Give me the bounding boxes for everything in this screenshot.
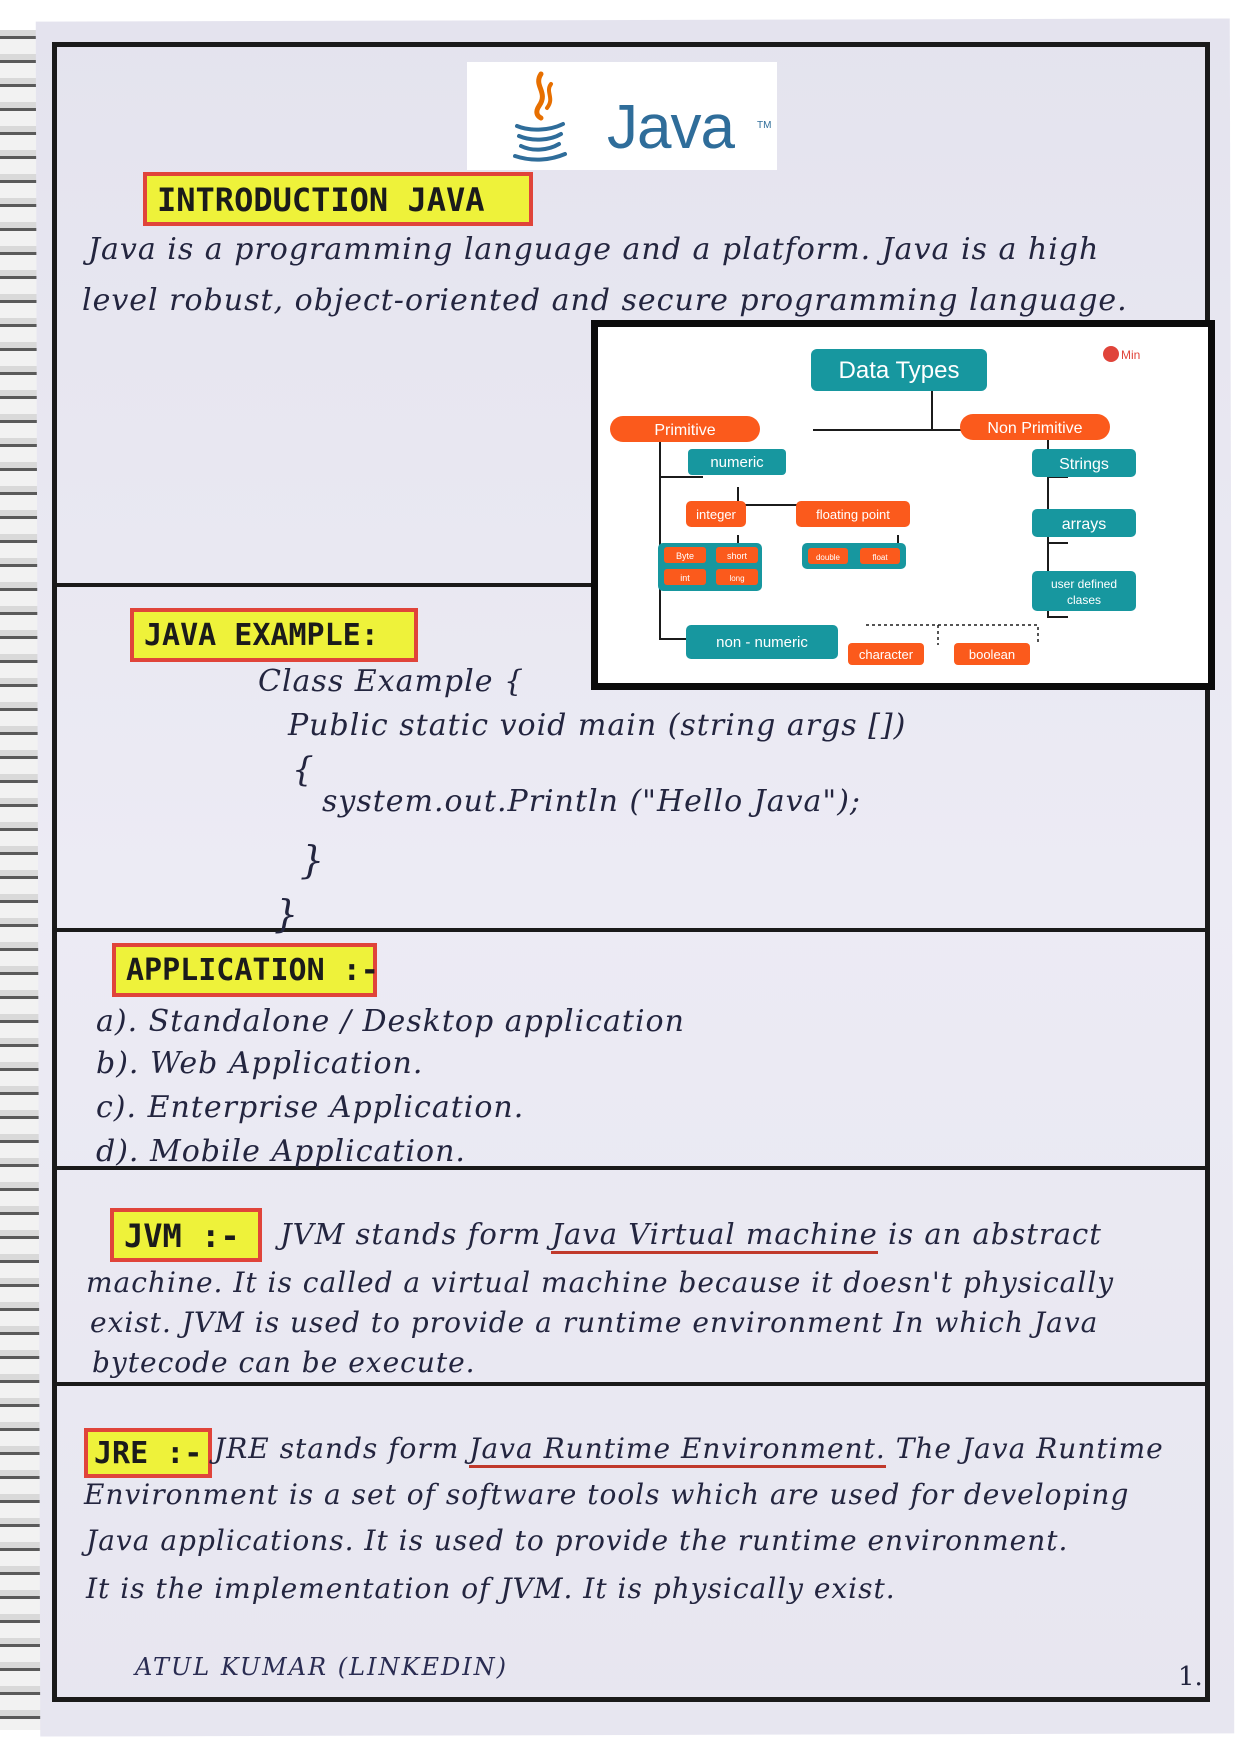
primitive-box: [610, 416, 760, 442]
brand-text: Min: [1121, 348, 1140, 362]
application-item-d: d). Mobile Application.: [96, 1134, 466, 1169]
double-label: double: [816, 553, 841, 562]
character-box: [848, 643, 924, 665]
code-line-1: Class Example {: [258, 664, 525, 699]
jvm-full-form: Java Virtual machine: [551, 1217, 878, 1254]
jvm-line-4: bytecode can be execute.: [92, 1346, 476, 1379]
jre-line-1-post: The Java Runtime: [895, 1432, 1164, 1465]
application-item-a: a). Standalone / Desktop application: [96, 1004, 685, 1039]
byte-chip: [664, 547, 706, 563]
brand-logo-icon: [1103, 346, 1119, 362]
non-primitive-box: [960, 414, 1110, 440]
jre-line-1: JRE stands form Java Runtime Environment…: [214, 1432, 1164, 1468]
code-line-2: Public static void main (string args []): [288, 708, 907, 743]
floating-point-box: [796, 501, 910, 527]
jvm-line-2: machine. It is called a virtual machine …: [86, 1266, 1115, 1299]
user-defined-label: user defined: [1051, 577, 1117, 591]
code-line-5: }: [300, 838, 326, 882]
intro-line-1: Java is a programming language and a pla…: [88, 232, 1100, 267]
jre-line-2: Environment is a set of software tools w…: [84, 1478, 1130, 1511]
author-signature: ATUL KUMAR (LINKEDIN): [135, 1653, 509, 1681]
jvm-line-1-pre: JVM stands form: [280, 1217, 542, 1251]
jvm-line-1-post: is an abstract: [887, 1217, 1102, 1251]
long-chip: [716, 569, 758, 585]
float-chip: [860, 548, 900, 564]
example-heading: JAVA EXAMPLE:: [130, 608, 418, 662]
diagram-title-box: [811, 349, 987, 391]
strings-label: Strings: [1059, 456, 1109, 473]
code-line-4: system.out.Println ("Hello Java");: [322, 784, 862, 819]
section-divider: [56, 1166, 1206, 1170]
jre-full-form: Java Runtime Environment.: [469, 1432, 886, 1468]
character-label: character: [859, 647, 914, 662]
section-divider: [56, 928, 1206, 932]
arrays-box: [1032, 509, 1136, 537]
float-label: float: [872, 553, 888, 562]
section-divider: [56, 583, 596, 587]
diagram-title: Data Types: [839, 357, 960, 384]
short-chip: [716, 547, 758, 563]
int-label: int: [680, 573, 690, 583]
non-numeric-label: non - numeric: [716, 634, 808, 651]
jvm-heading: JVM :-: [110, 1208, 262, 1262]
floating-point-label: floating point: [816, 507, 890, 522]
strings-box: [1032, 449, 1136, 477]
page-border: [52, 42, 1210, 1702]
logo-trademark: TM: [757, 120, 772, 131]
jre-line-3: Java applications. It is used to provide…: [86, 1524, 1069, 1557]
code-line-3: {: [292, 750, 315, 790]
byte-label: Byte: [676, 551, 694, 561]
application-heading: APPLICATION :-: [112, 943, 379, 997]
section-divider: [56, 1382, 1206, 1386]
numeric-box: [688, 449, 786, 475]
short-label: short: [727, 551, 748, 561]
data-types-diagram: Data Types Min Primitive Non Primitive n…: [591, 320, 1215, 690]
coffee-cup-icon: [513, 71, 567, 162]
classes-label: clases: [1067, 593, 1101, 607]
jre-line-1-pre: JRE stands form: [214, 1432, 460, 1465]
arrays-label: arrays: [1062, 516, 1106, 533]
non-numeric-box: [686, 625, 838, 659]
boolean-label: boolean: [969, 647, 1015, 662]
jvm-line-3: exist. JVM is used to provide a runtime …: [90, 1306, 1099, 1339]
java-logo: Java TM: [467, 62, 777, 170]
user-defined-box: [1032, 571, 1136, 611]
code-line-6: }: [274, 892, 300, 936]
primitive-label: Primitive: [654, 422, 715, 439]
application-item-c: c). Enterprise Application.: [96, 1090, 525, 1125]
integer-box: [686, 501, 746, 527]
jvm-line-1: JVM stands form Java Virtual machine is …: [280, 1217, 1102, 1254]
jre-line-4: It is the implementation of JVM. It is p…: [86, 1572, 896, 1605]
logo-wordmark: Java: [607, 93, 735, 162]
double-chip: [808, 548, 848, 564]
intro-heading: INTRODUCTION JAVA: [143, 172, 533, 226]
int-chip: [664, 569, 706, 585]
integer-label: integer: [696, 507, 736, 522]
numeric-label: numeric: [710, 454, 764, 471]
non-primitive-label: Non Primitive: [987, 420, 1082, 437]
page-number: 1.: [1178, 1662, 1203, 1692]
jre-heading: JRE :-: [84, 1428, 212, 1478]
application-item-b: b). Web Application.: [96, 1046, 424, 1081]
intro-line-2: level robust, object-oriented and secure…: [82, 283, 1128, 318]
boolean-box: [954, 643, 1030, 665]
long-label: long: [729, 574, 744, 583]
